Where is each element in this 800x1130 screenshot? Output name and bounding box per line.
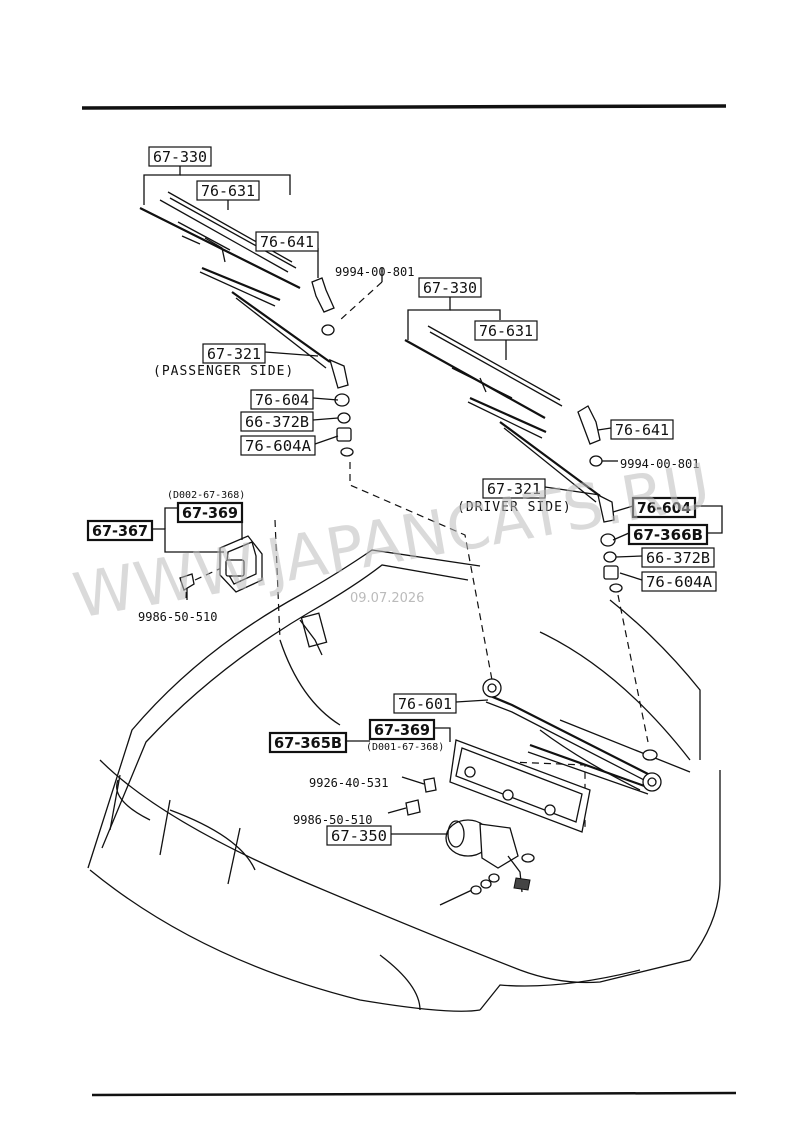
motor-mounting-bracket (449, 739, 591, 833)
side-note: (PASSENGER SIDE) (153, 364, 294, 379)
bottom-rule (91, 1091, 737, 1097)
callout-box (610, 419, 674, 440)
part-number: 76-604 (255, 391, 309, 409)
part-number: 67-369 (182, 504, 238, 522)
callout-box (326, 825, 392, 846)
callout-box (393, 693, 457, 714)
part-callout-76-604: 76-604 (250, 389, 314, 410)
part-number: 67-321 (487, 480, 541, 498)
part-number: 67-330 (423, 279, 477, 297)
driver-wiper-arm (467, 396, 615, 523)
part-callout-67-321: 67-321 (202, 343, 266, 364)
wiper-motor (445, 819, 535, 893)
callout-box (627, 523, 709, 546)
callout-box (86, 519, 154, 542)
part-callout-9986-50-510: 9986-50-510 (293, 813, 372, 827)
callout-box (176, 501, 244, 524)
part-number: 66-372B (646, 549, 710, 567)
callout-box (418, 277, 482, 298)
side-notes: (PASSENGER SIDE) (DRIVER SIDE) (D002-67-36… (153, 364, 572, 753)
part-number: 76-631 (201, 182, 255, 200)
part-callout-9994-00-801: 9994-00-801 (620, 457, 699, 471)
part-number: 9986-50-510 (293, 813, 372, 827)
part-number: 76-604A (646, 573, 712, 591)
part-callout-67-330: 67-330 (418, 277, 482, 298)
car-body-outline (87, 549, 721, 1012)
part-number: 76-601 (398, 695, 452, 713)
wiper-linkage (482, 678, 662, 795)
part-number: 76-641 (260, 233, 314, 251)
callout-box (368, 718, 436, 741)
part-callout-67-366B: 67-366B (627, 523, 709, 546)
part-callout-66-372B: 66-372B (240, 411, 314, 432)
callout-box (250, 389, 314, 410)
part-number: 9994-00-801 (335, 265, 414, 279)
part-number: 76-604A (245, 437, 311, 455)
callout-box (240, 435, 316, 456)
callout-box (240, 411, 314, 432)
part-number: 76-631 (479, 322, 533, 340)
part-callout-67-369: 67-369 (368, 718, 436, 741)
callout-box (641, 547, 715, 568)
part-callout-9986-50-510: 9986-50-510 (138, 610, 217, 624)
callout-box (255, 231, 319, 252)
callout-box (631, 496, 697, 519)
side-note: (DRIVER SIDE) (457, 500, 572, 515)
part-number: 67-367 (92, 522, 148, 540)
part-callout-76-604A: 76-604A (240, 435, 316, 456)
passenger-wiper-blade (139, 191, 301, 289)
part-number: 67-369 (374, 721, 430, 739)
part-callout-76-641: 76-641 (255, 231, 319, 252)
part-callout-76-631: 76-631 (196, 180, 260, 201)
part-number: 67-365B (274, 734, 342, 752)
passenger-wiper-arm (199, 266, 349, 389)
leader-lines (143, 164, 723, 835)
driver-wiper-blade (404, 325, 563, 419)
part-callout-67-369: 67-369 (176, 501, 244, 524)
part-callout-67-321: 67-321 (482, 478, 546, 499)
callout-box (202, 343, 266, 364)
part-callout-66-372B: 66-372B (641, 547, 715, 568)
passenger-pivot-parts (321, 324, 354, 457)
part-callout-67-350: 67-350 (326, 825, 392, 846)
cowl-grommet-assembly (179, 535, 263, 600)
part-number: 67-350 (331, 827, 387, 845)
part-number: 76-604 (637, 499, 691, 517)
part-number: 9994-00-801 (620, 457, 699, 471)
part-number: 9986-50-510 (138, 610, 217, 624)
part-number: 76-641 (615, 421, 669, 439)
part-callout-67-365B: 67-365B (268, 731, 348, 754)
callout-box (268, 731, 348, 754)
part-number: 67-366B (633, 526, 703, 544)
part-callout-76-604A: 76-604A (641, 571, 717, 592)
driver-pivot-parts (589, 455, 623, 593)
serial-note: (D001-67-368) (366, 742, 444, 753)
part-callout-76-601: 76-601 (393, 693, 457, 714)
part-callout-9926-40-531: 9926-40-531 (309, 776, 388, 790)
part-callout-76-641: 76-641 (610, 419, 674, 440)
part-callout-67-367: 67-367 (86, 519, 154, 542)
top-rule (81, 104, 727, 110)
part-number: 9926-40-531 (309, 776, 388, 790)
callout-box (641, 571, 717, 592)
part-callout-76-604: 76-604 (631, 496, 697, 519)
part-number: 67-321 (207, 345, 261, 363)
callout-box (482, 478, 546, 499)
callout-box (148, 146, 212, 167)
motor-mounting-bolts (405, 777, 500, 906)
callout-labels: 67-330 76-631 76-641 9994-00-801 67-321 76-60… (86, 146, 717, 846)
serial-note: (D002-67-368) (167, 490, 245, 501)
callout-box (196, 180, 260, 201)
part-number: 67-330 (153, 148, 207, 166)
watermark-date: 09.07.2026 (350, 591, 424, 606)
passenger-arm-cover (311, 277, 335, 313)
part-callout-76-631: 76-631 (474, 320, 538, 341)
part-callout-67-330: 67-330 (148, 146, 212, 167)
callout-box (474, 320, 538, 341)
part-callout-9994-00-801: 9994-00-801 (335, 265, 414, 279)
driver-arm-cover (577, 405, 601, 445)
part-number: 66-372B (245, 413, 309, 431)
